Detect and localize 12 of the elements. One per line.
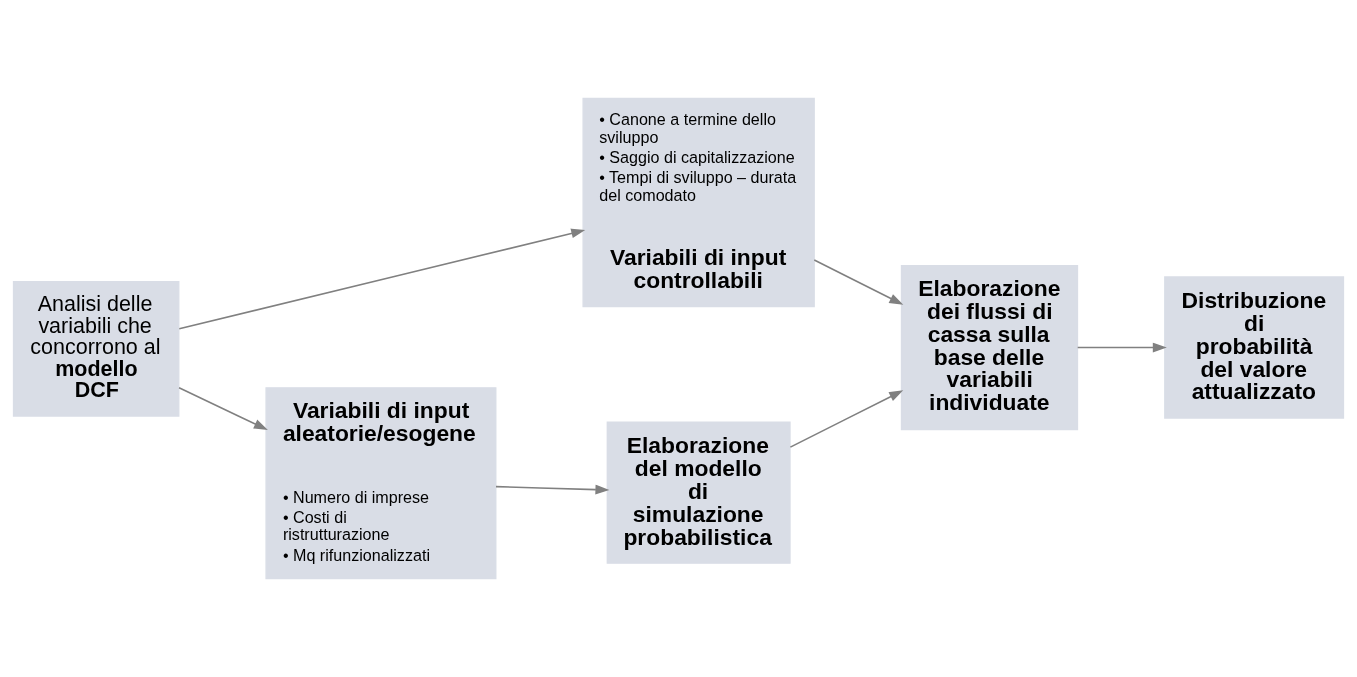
arrow	[178, 386, 268, 431]
node-box: Variabili di input aleatorie/esogene • Numero di imprese • Costi di ristrutturazione • Mq rifunzionalizzati	[265, 387, 497, 580]
node-box: • Canone a termine dello sviluppo • Saggio di capitalizzazione • Tempi di sviluppo – durata del comodato Variabili di input controllabili	[582, 97, 815, 308]
arrow	[1076, 342, 1167, 353]
node-box: Analisi delle variabili che concorrono al modello DCF	[12, 281, 180, 417]
arrow	[495, 484, 610, 495]
node-box: Distribuzione di probabilità del valore attualizzato	[1164, 276, 1345, 419]
arrow	[813, 259, 904, 305]
arrow	[178, 228, 586, 330]
node-box: Elaborazione dei flussi di cassa sulla base delle variabili individuate	[900, 264, 1079, 431]
arrow	[789, 390, 904, 448]
node-box: Elaborazione del modello di simulazione probabilistica	[606, 421, 791, 564]
